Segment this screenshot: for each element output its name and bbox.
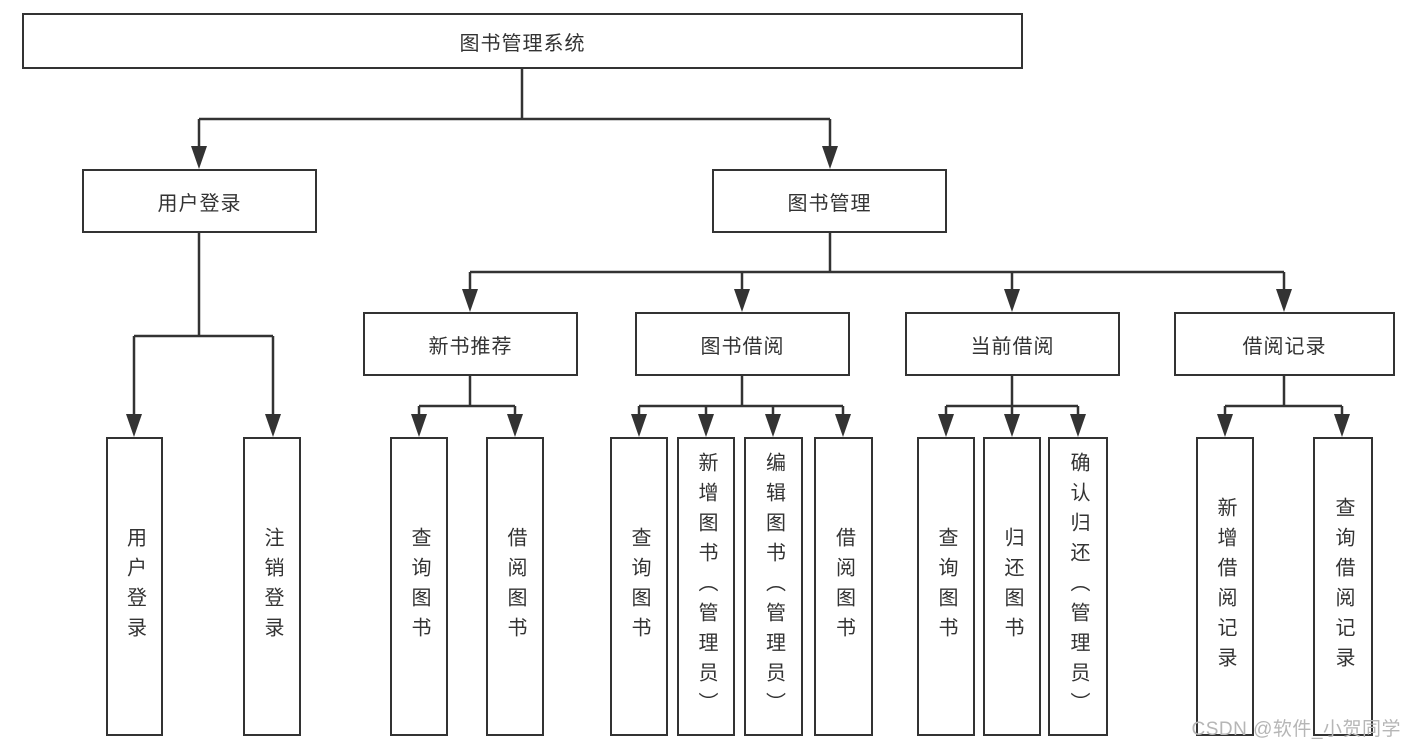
arrow-down-icon <box>835 414 851 437</box>
arrow-down-icon <box>265 414 281 437</box>
node-label: 查询图书 <box>935 526 957 647</box>
arrow-down-icon <box>1276 289 1292 312</box>
node-query-books: 查询图书 <box>390 437 448 736</box>
arrow-down-icon <box>191 146 207 169</box>
arrow-down-icon <box>734 289 750 312</box>
node-user-login: 用户登录 <box>82 169 317 233</box>
node-label: 当前借阅 <box>970 335 1055 358</box>
node-borrow-books: 借阅图书 <box>814 437 873 736</box>
arrow-down-icon <box>765 414 781 437</box>
arrow-down-icon <box>822 146 838 169</box>
node-return-book: 归还图书 <box>983 437 1041 736</box>
arrow-down-icon <box>462 289 478 312</box>
node-query-books: 查询图书 <box>917 437 975 736</box>
node-query-borrow-record: 查询借阅记录 <box>1313 437 1373 736</box>
node-label: 新增图书（管理员） <box>695 451 717 722</box>
node-query-books: 查询图书 <box>610 437 668 736</box>
node-label: 图书借阅 <box>700 335 785 358</box>
node-book-borrowing: 图书借阅 <box>635 312 850 376</box>
node-label: 图书管理系统 <box>459 32 586 55</box>
node-label: 注销登录 <box>261 526 283 647</box>
node-label: 查询借阅记录 <box>1332 496 1354 677</box>
connector-line <box>132 69 1344 419</box>
arrow-down-icon <box>126 414 142 437</box>
node-add-borrow-record: 新增借阅记录 <box>1196 437 1254 736</box>
node-current-borrowing: 当前借阅 <box>905 312 1120 376</box>
arrow-down-icon <box>1004 414 1020 437</box>
arrow-down-icon <box>1334 414 1350 437</box>
node-label: 用户登录 <box>123 526 146 647</box>
node-user-login-leaf: 用户登录 <box>106 437 163 736</box>
node-label: 查询图书 <box>408 526 430 647</box>
node-new-book-recommend: 新书推荐 <box>363 312 578 376</box>
node-label: 借阅图书 <box>832 526 855 647</box>
arrow-down-icon <box>1070 414 1086 437</box>
node-borrow-books: 借阅图书 <box>486 437 544 736</box>
node-label: 借阅记录 <box>1242 335 1327 358</box>
node-logout: 注销登录 <box>243 437 301 736</box>
node-label: 借阅图书 <box>504 526 526 647</box>
node-label: 确认归还（管理员） <box>1067 451 1089 722</box>
node-label: 查询图书 <box>628 526 650 647</box>
node-label: 新书推荐 <box>428 335 513 358</box>
arrow-down-icon <box>631 414 647 437</box>
arrow-down-icon <box>507 414 523 437</box>
arrow-down-icon <box>698 414 714 437</box>
node-label: 用户登录 <box>157 192 242 215</box>
arrow-down-icon <box>938 414 954 437</box>
node-book-management: 图书管理 <box>712 169 947 233</box>
arrow-down-icon <box>1004 289 1020 312</box>
node-label: 新增借阅记录 <box>1214 496 1236 677</box>
node-label: 图书管理 <box>787 192 872 215</box>
node-label: 归还图书 <box>1001 526 1023 647</box>
arrow-down-icon <box>1217 414 1233 437</box>
node-edit-book-admin: 编辑图书（管理员） <box>744 437 803 736</box>
node-label: 编辑图书（管理员） <box>762 451 785 722</box>
arrow-down-icon <box>411 414 427 437</box>
watermark: CSDN @软件_小贺同学 <box>1191 719 1401 740</box>
node-borrowing-records: 借阅记录 <box>1174 312 1395 376</box>
node-add-book-admin: 新增图书（管理员） <box>677 437 735 736</box>
node-root: 图书管理系统 <box>22 13 1023 69</box>
node-confirm-return-admin: 确认归还（管理员） <box>1048 437 1108 736</box>
